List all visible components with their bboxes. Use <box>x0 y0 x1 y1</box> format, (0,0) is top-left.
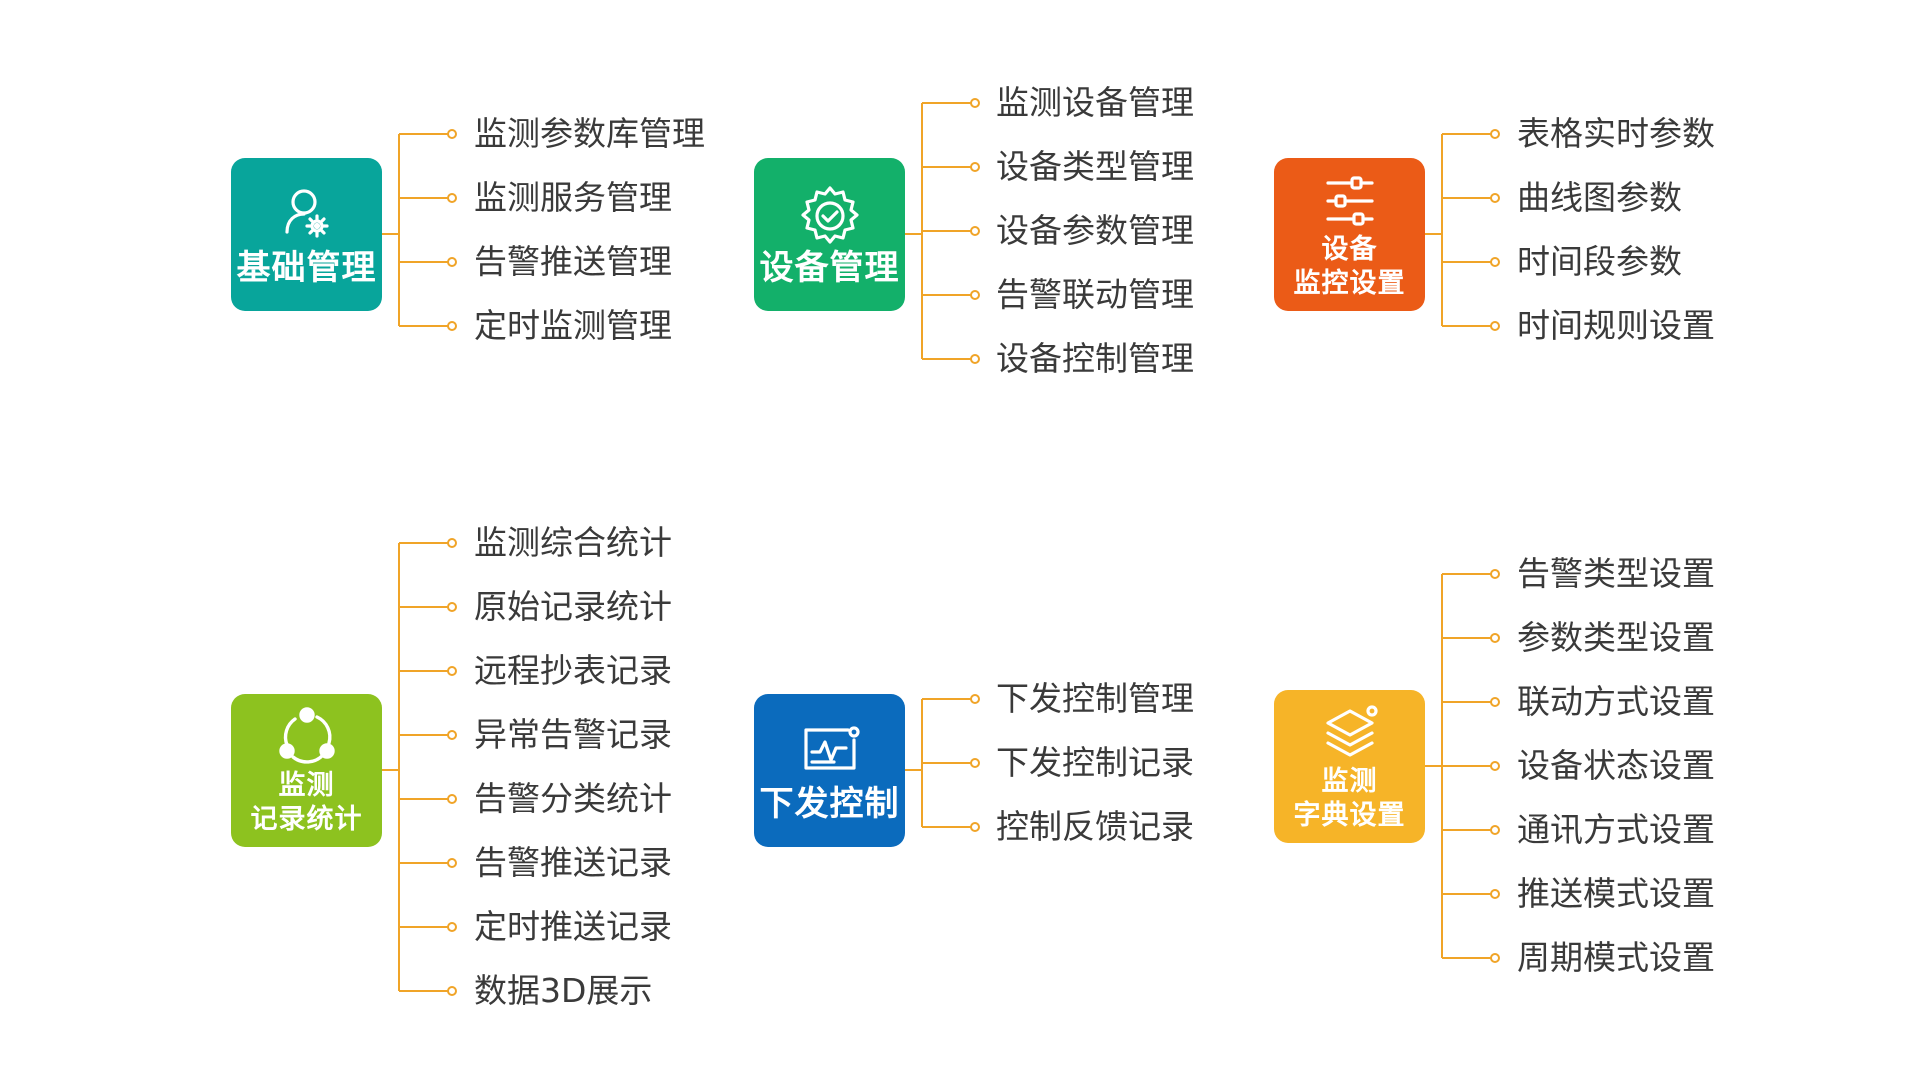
connector-node <box>447 666 457 676</box>
menu-item[interactable]: 定时推送记录 <box>474 907 672 946</box>
monitor-chart-icon <box>798 718 862 782</box>
connector-node <box>970 290 980 300</box>
connector-node <box>447 257 457 267</box>
module-title-line: 监测 <box>278 769 335 801</box>
module-title-line: 下发控制 <box>759 783 900 824</box>
connector-node <box>1490 697 1500 707</box>
module-monitor-record-statistics: 监测 记录统计 <box>231 694 382 847</box>
menu-item[interactable]: 监测综合统计 <box>474 523 672 562</box>
module-title-line: 字典设置 <box>1293 799 1406 831</box>
module-device-management: 设备管理 <box>754 158 905 311</box>
connector-node <box>1490 761 1500 771</box>
menu-item[interactable]: 原始记录统计 <box>474 587 672 626</box>
menu-item[interactable]: 时间规则设置 <box>1517 306 1715 345</box>
menu-item[interactable]: 联动方式设置 <box>1517 682 1715 721</box>
connector-node <box>447 193 457 203</box>
menu-item[interactable]: 下发控制管理 <box>996 679 1194 718</box>
connector-node <box>1490 129 1500 139</box>
layers-icon <box>1318 701 1382 765</box>
menu-item[interactable]: 远程抄表记录 <box>474 651 672 690</box>
connector-node <box>447 321 457 331</box>
module-title: 设备 监控设置 <box>1294 233 1406 301</box>
module-title-line: 监测 <box>1321 765 1378 797</box>
menu-item[interactable]: 设备参数管理 <box>996 211 1194 250</box>
module-title: 监测 记录统计 <box>251 769 363 837</box>
menu-item[interactable]: 设备控制管理 <box>996 339 1194 378</box>
connector-node <box>970 822 980 832</box>
connector-node <box>447 602 457 612</box>
connector-node <box>447 794 457 804</box>
menu-item[interactable]: 设备类型管理 <box>996 147 1194 186</box>
connector-node <box>970 226 980 236</box>
menu-item[interactable]: 数据3D展示 <box>474 971 653 1010</box>
connector-node <box>447 922 457 932</box>
connector-node <box>1490 321 1500 331</box>
menu-item[interactable]: 告警推送记录 <box>474 843 672 882</box>
user-gear-icon <box>275 182 339 246</box>
menu-item[interactable]: 异常告警记录 <box>474 715 672 754</box>
menu-item[interactable]: 设备状态设置 <box>1517 746 1715 785</box>
menu-item[interactable]: 周期模式设置 <box>1517 938 1715 977</box>
sliders-icon <box>1318 169 1382 233</box>
connector-node <box>1490 633 1500 643</box>
module-title-line: 记录统计 <box>250 803 363 835</box>
module-title-line: 设备管理 <box>759 247 900 288</box>
gear-check-icon <box>798 182 862 246</box>
connector-node <box>1490 889 1500 899</box>
connector-node <box>970 354 980 364</box>
connector-node <box>970 162 980 172</box>
menu-item[interactable]: 表格实时参数 <box>1517 114 1715 153</box>
module-title-line: 监控设置 <box>1293 267 1406 299</box>
connector-node <box>1490 193 1500 203</box>
connector-node <box>970 98 980 108</box>
connector-node <box>1490 569 1500 579</box>
menu-item[interactable]: 推送模式设置 <box>1517 874 1715 913</box>
connector-node <box>447 129 457 139</box>
connector-node <box>447 986 457 996</box>
module-title: 下发控制 <box>760 782 900 824</box>
module-basic-management: 基础管理 <box>231 158 382 311</box>
module-title-line: 设备 <box>1321 233 1378 265</box>
menu-item[interactable]: 时间段参数 <box>1517 242 1682 281</box>
connector-node <box>447 730 457 740</box>
menu-item[interactable]: 定时监测管理 <box>474 306 672 345</box>
menu-item[interactable]: 监测设备管理 <box>996 83 1194 122</box>
module-title: 监测 字典设置 <box>1294 765 1406 833</box>
menu-item[interactable]: 通讯方式设置 <box>1517 810 1715 849</box>
connector-node <box>447 538 457 548</box>
menu-item[interactable]: 告警类型设置 <box>1517 554 1715 593</box>
menu-item[interactable]: 监测服务管理 <box>474 178 672 217</box>
module-issue-control: 下发控制 <box>754 694 905 847</box>
connector-node <box>970 694 980 704</box>
connector-node <box>1490 825 1500 835</box>
module-title: 设备管理 <box>760 246 900 288</box>
menu-item[interactable]: 下发控制记录 <box>996 743 1194 782</box>
menu-item[interactable]: 控制反馈记录 <box>996 807 1194 846</box>
menu-item[interactable]: 曲线图参数 <box>1517 178 1682 217</box>
module-device-monitor-settings: 设备 监控设置 <box>1274 158 1425 311</box>
menu-item[interactable]: 告警推送管理 <box>474 242 672 281</box>
module-title-line: 基础管理 <box>236 247 377 288</box>
share-cycle-icon <box>275 705 339 769</box>
connector-node <box>1490 953 1500 963</box>
connector-node <box>970 758 980 768</box>
menu-item[interactable]: 监测参数库管理 <box>474 114 705 153</box>
module-title: 基础管理 <box>237 246 377 288</box>
menu-item[interactable]: 告警联动管理 <box>996 275 1194 314</box>
module-monitor-dictionary-settings: 监测 字典设置 <box>1274 690 1425 843</box>
connector-node <box>447 858 457 868</box>
menu-item[interactable]: 告警分类统计 <box>474 779 672 818</box>
connector-node <box>1490 257 1500 267</box>
menu-item[interactable]: 参数类型设置 <box>1517 618 1715 657</box>
